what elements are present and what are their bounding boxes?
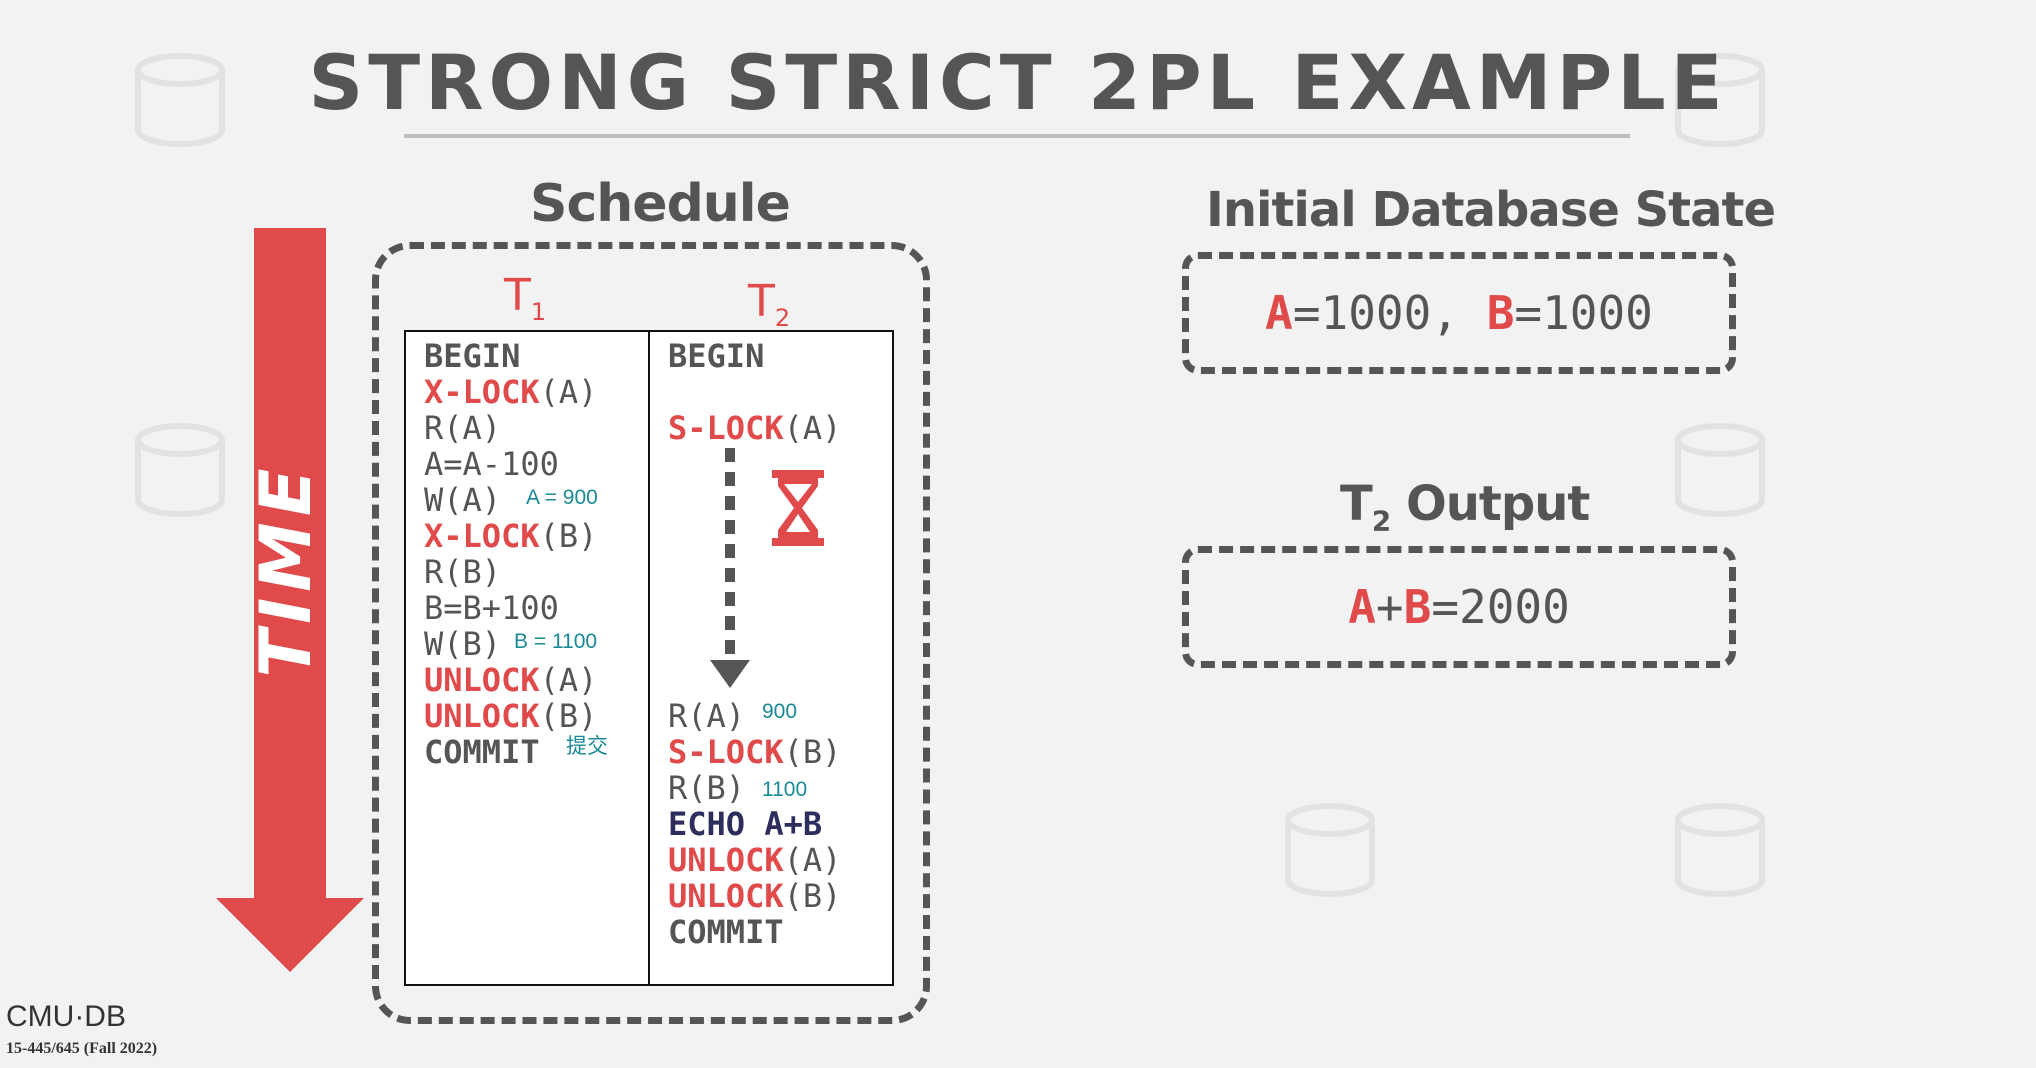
- t2-slock-a: S-LOCK(A): [668, 409, 842, 447]
- t1-write-a: W(A): [424, 481, 502, 519]
- t1-header: T1: [504, 270, 547, 326]
- t1-read-b: R(B): [424, 553, 502, 591]
- time-arrow: [216, 228, 364, 972]
- hourglass-icon: [772, 470, 824, 546]
- t1-begin: BEGIN: [424, 337, 521, 375]
- t2-unlock-a: UNLOCK(A): [668, 841, 842, 879]
- t2-output-box: [1182, 546, 1736, 668]
- t2-unlock-b: UNLOCK(B): [668, 877, 842, 915]
- initial-state-values: A=1000, B=1000: [1265, 286, 1653, 340]
- t2-header: T2: [748, 276, 791, 332]
- t1-unlock-a: UNLOCK(A): [424, 661, 598, 699]
- t2-echo: ECHO A+B: [668, 805, 823, 843]
- t1-assign-a: A=A-100: [424, 445, 559, 483]
- schedule-table: [404, 330, 894, 986]
- t2-read-a-note: 900: [762, 700, 798, 723]
- t1-write-b-note: B = 1100: [514, 630, 598, 653]
- initial-state-heading: Initial Database State: [1206, 182, 1776, 238]
- slide-title: STRONG STRICT 2PL EXAMPLE: [308, 38, 1728, 127]
- t2-begin: BEGIN: [668, 337, 765, 375]
- t1-write-b: W(B): [424, 625, 502, 663]
- title-underline: [404, 134, 1630, 138]
- cmu-db-logo: CMU·DB: [6, 1000, 126, 1033]
- t1-unlock-b: UNLOCK(B): [424, 697, 598, 735]
- t1-xlock-b: X-LOCK(B): [424, 517, 598, 555]
- time-label: TIME: [245, 462, 327, 678]
- t2-slock-b: S-LOCK(B): [668, 733, 842, 771]
- schedule-heading: Schedule: [530, 174, 791, 234]
- t2-read-b: R(B): [668, 769, 746, 807]
- t1-commit-note: 提交: [566, 735, 608, 758]
- t1-write-a-note: A = 900: [526, 486, 598, 509]
- course-label: 15-445/645 (Fall 2022): [6, 1040, 158, 1057]
- t1-commit: COMMIT: [424, 733, 540, 771]
- t1-read-a: R(A): [424, 409, 502, 447]
- t2-output-heading: T2 Output: [1340, 476, 1590, 538]
- schedule-box: [372, 242, 930, 1024]
- wait-arrow: [710, 448, 750, 688]
- initial-state-box: [1182, 252, 1736, 374]
- t2-commit: COMMIT: [668, 913, 784, 951]
- column-divider: [648, 332, 650, 984]
- t2-output-value: A+B=2000: [1348, 580, 1570, 634]
- t1-assign-b: B=B+100: [424, 589, 559, 627]
- t2-read-b-note: 1100: [762, 778, 808, 801]
- t2-read-a: R(A): [668, 697, 746, 735]
- t1-xlock-a: X-LOCK(A): [424, 373, 598, 411]
